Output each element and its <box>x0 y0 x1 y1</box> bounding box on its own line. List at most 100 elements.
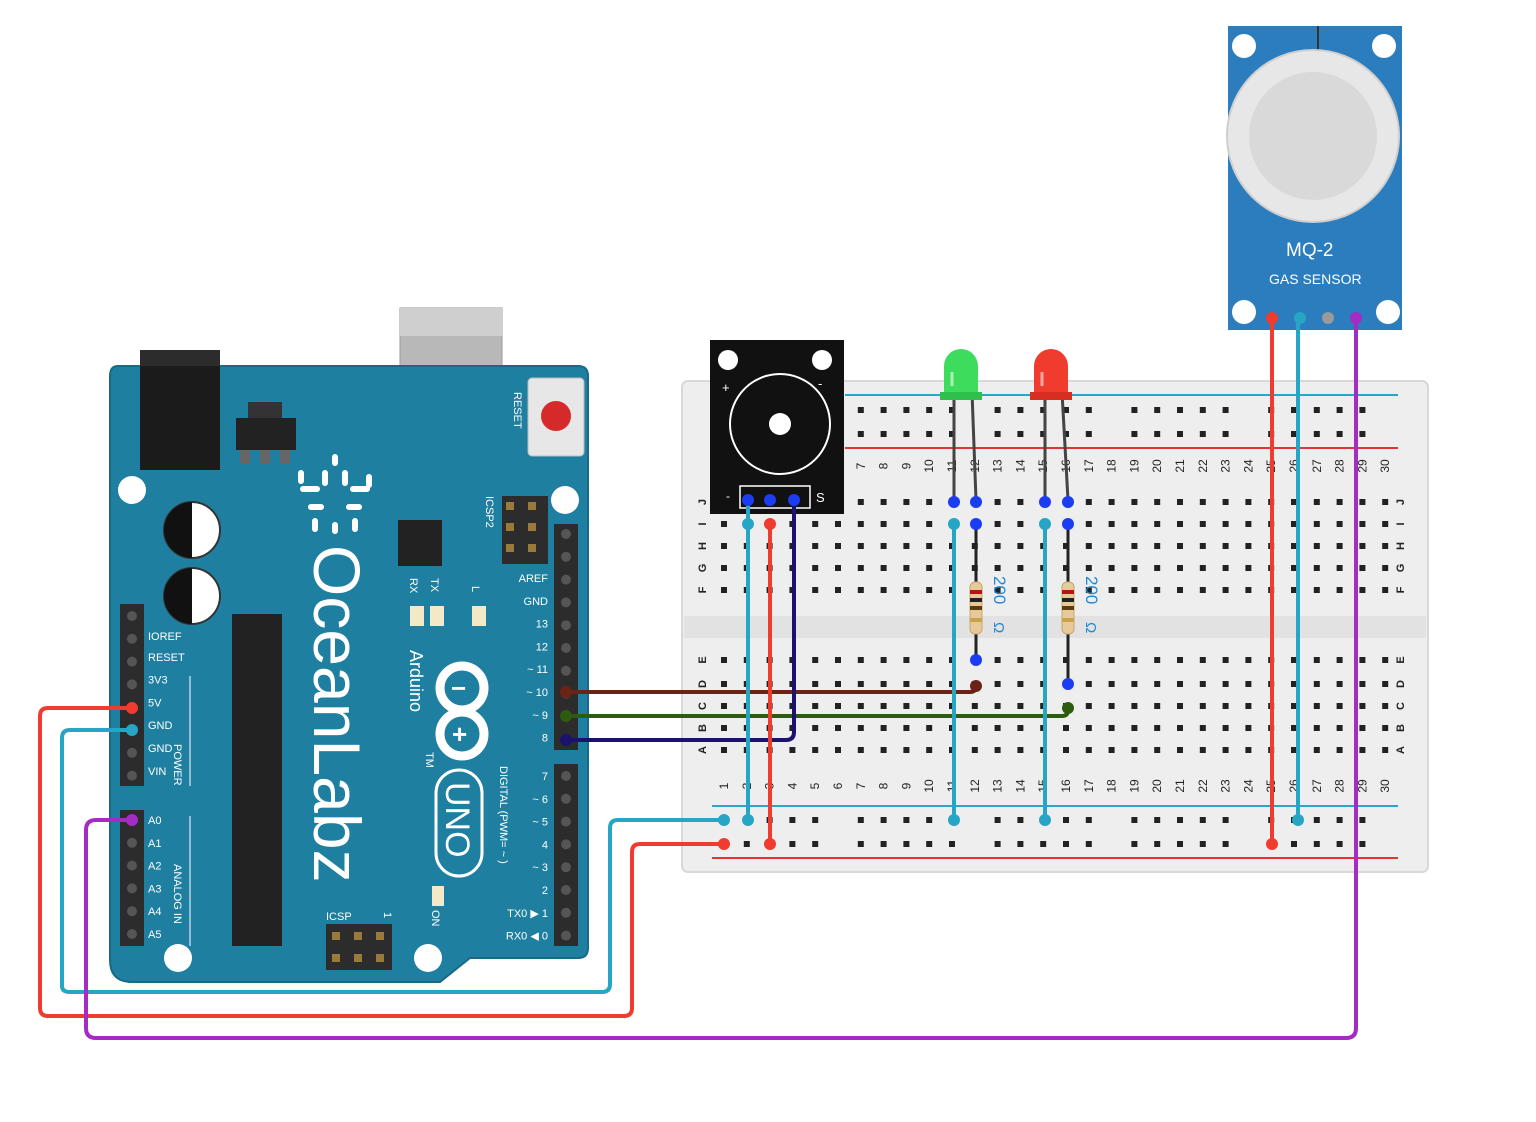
breadboard-hole[interactable] <box>1131 587 1138 593</box>
breadboard-hole[interactable] <box>1245 681 1252 687</box>
breadboard-hole[interactable] <box>880 521 887 527</box>
breadboard-hole[interactable] <box>857 587 864 593</box>
breadboard-hole[interactable] <box>1291 657 1297 663</box>
rail-hole[interactable] <box>1017 841 1024 847</box>
rail-hole[interactable] <box>1177 817 1183 823</box>
breadboard-hole[interactable] <box>926 543 933 549</box>
breadboard-hole[interactable] <box>1359 499 1366 505</box>
breadboard-hole[interactable] <box>1382 747 1389 753</box>
rail-hole[interactable] <box>1040 407 1047 413</box>
breadboard-hole[interactable] <box>1245 565 1252 571</box>
breadboard-hole[interactable] <box>926 499 933 505</box>
breadboard-hole[interactable] <box>903 657 910 663</box>
breadboard-hole[interactable] <box>1382 657 1389 663</box>
breadboard-hole[interactable] <box>1291 703 1297 709</box>
breadboard-hole[interactable] <box>1336 657 1343 663</box>
breadboard-hole[interactable] <box>880 587 887 593</box>
wire-gnd-to-bottom-rail[interactable] <box>60 728 726 994</box>
rail-hole[interactable] <box>1177 841 1183 847</box>
rail-hole[interactable] <box>1313 817 1320 823</box>
breadboard-hole[interactable] <box>1131 499 1138 505</box>
rail-hole[interactable] <box>1131 817 1138 823</box>
breadboard-hole[interactable] <box>1017 521 1024 527</box>
breadboard-hole[interactable] <box>1199 747 1206 753</box>
rail-hole[interactable] <box>880 431 887 437</box>
breadboard-hole[interactable] <box>1382 499 1389 505</box>
rail-hole[interactable] <box>1154 431 1161 437</box>
breadboard-hole[interactable] <box>835 587 841 593</box>
breadboard-hole[interactable] <box>1313 543 1320 549</box>
header-pin[interactable] <box>561 771 571 781</box>
header-pin[interactable] <box>127 633 137 644</box>
breadboard-hole[interactable] <box>1222 521 1229 527</box>
rail-hole[interactable] <box>743 841 750 847</box>
rail-hole[interactable] <box>1222 407 1229 413</box>
rail-hole[interactable] <box>1063 841 1069 847</box>
breadboard-hole[interactable] <box>1222 565 1229 571</box>
rail-hole[interactable] <box>880 407 887 413</box>
rail-hole[interactable] <box>926 817 933 823</box>
breadboard-hole[interactable] <box>1245 657 1252 663</box>
breadboard-hole[interactable] <box>1382 587 1389 593</box>
header-pin[interactable] <box>561 907 571 918</box>
breadboard-hole[interactable] <box>1245 499 1252 505</box>
breadboard-hole[interactable] <box>1131 681 1138 687</box>
breadboard-hole[interactable] <box>835 681 841 687</box>
header-pin[interactable] <box>127 656 137 667</box>
rail-hole[interactable] <box>1085 841 1092 847</box>
breadboard-hole[interactable] <box>1108 725 1115 731</box>
breadboard-hole[interactable] <box>880 565 887 571</box>
rail-hole[interactable] <box>1291 431 1297 437</box>
breadboard-hole[interactable] <box>880 681 887 687</box>
breadboard-hole[interactable] <box>903 681 910 687</box>
breadboard-hole[interactable] <box>1382 703 1389 709</box>
breadboard-hole[interactable] <box>812 681 819 687</box>
breadboard-hole[interactable] <box>903 521 910 527</box>
breadboard-hole[interactable] <box>926 565 933 571</box>
rail-hole[interactable] <box>1017 407 1024 413</box>
header-pin[interactable] <box>127 611 137 621</box>
breadboard-hole[interactable] <box>1017 681 1024 687</box>
breadboard-hole[interactable] <box>1177 587 1183 593</box>
breadboard-hole[interactable] <box>926 521 933 527</box>
rail-hole[interactable] <box>857 407 864 413</box>
breadboard-hole[interactable] <box>835 543 841 549</box>
breadboard-hole[interactable] <box>1199 499 1206 505</box>
breadboard-hole[interactable] <box>1131 657 1138 663</box>
breadboard-hole[interactable] <box>789 747 796 753</box>
rail-hole[interactable] <box>994 431 1001 437</box>
breadboard-hole[interactable] <box>812 747 819 753</box>
breadboard-hole[interactable] <box>1017 543 1024 549</box>
breadboard-hole[interactable] <box>1154 657 1161 663</box>
breadboard-hole[interactable] <box>721 521 727 527</box>
breadboard-hole[interactable] <box>857 565 864 571</box>
breadboard-hole[interactable] <box>1131 747 1138 753</box>
rail-hole[interactable] <box>1131 407 1138 413</box>
rail-hole[interactable] <box>1222 817 1229 823</box>
breadboard-hole[interactable] <box>1085 657 1092 663</box>
rail-hole[interactable] <box>1085 817 1092 823</box>
breadboard-hole[interactable] <box>1017 725 1024 731</box>
breadboard-hole[interactable] <box>1222 543 1229 549</box>
breadboard-hole[interactable] <box>971 703 978 709</box>
breadboard-hole[interactable] <box>1131 543 1138 549</box>
breadboard-hole[interactable] <box>1154 543 1161 549</box>
breadboard-hole[interactable] <box>1085 725 1092 731</box>
header-pin[interactable] <box>561 551 571 562</box>
breadboard-hole[interactable] <box>1154 565 1161 571</box>
rail-hole[interactable] <box>1085 431 1092 437</box>
breadboard-hole[interactable] <box>1199 725 1206 731</box>
breadboard-hole[interactable] <box>1313 681 1320 687</box>
breadboard-hole[interactable] <box>926 703 933 709</box>
breadboard-hole[interactable] <box>1017 565 1024 571</box>
rail-hole[interactable] <box>949 841 955 847</box>
breadboard-hole[interactable] <box>880 725 887 731</box>
breadboard-hole[interactable] <box>1199 543 1206 549</box>
breadboard-hole[interactable] <box>1222 681 1229 687</box>
breadboard-hole[interactable] <box>926 657 933 663</box>
breadboard-hole[interactable] <box>857 703 864 709</box>
breadboard-hole[interactable] <box>1291 681 1297 687</box>
rail-hole[interactable] <box>1131 841 1138 847</box>
breadboard-hole[interactable] <box>1382 681 1389 687</box>
breadboard-hole[interactable] <box>1291 747 1297 753</box>
